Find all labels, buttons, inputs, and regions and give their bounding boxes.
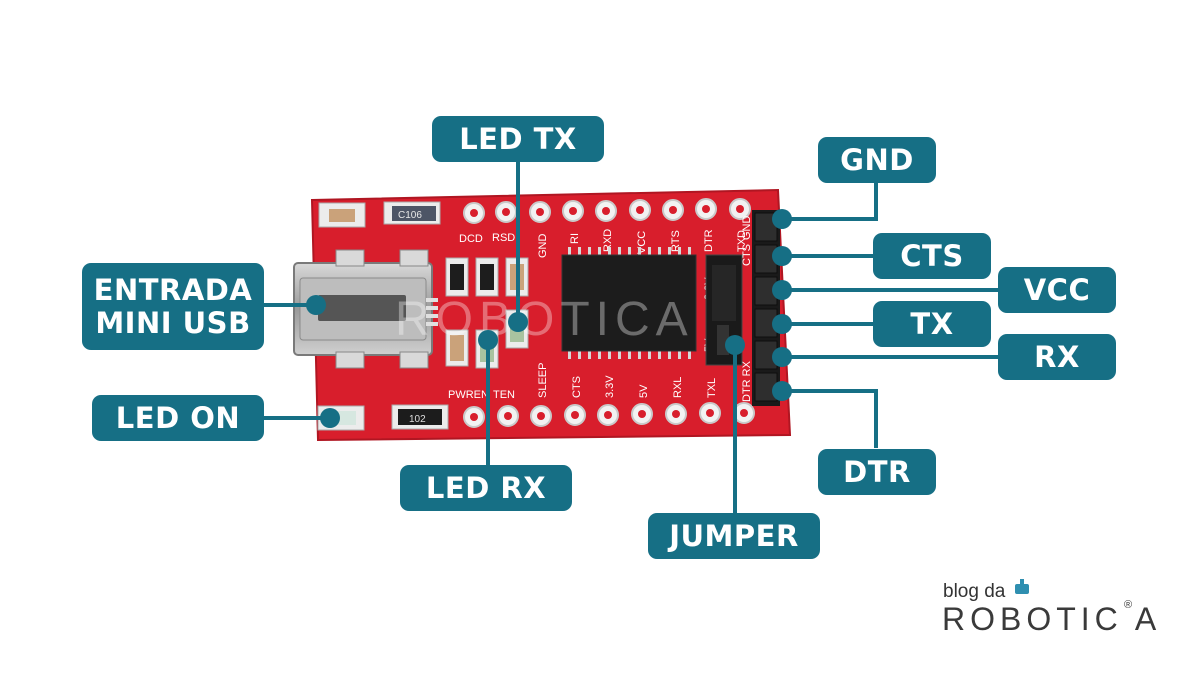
- brand-robotica: ROBOTIC A: [942, 601, 1162, 637]
- silk-rxl: RXL: [672, 377, 684, 398]
- brand-registered-mark: ®: [1124, 599, 1133, 611]
- ft232-chip: [561, 247, 697, 359]
- label-jumper: JUMPER: [648, 513, 820, 559]
- label-led-tx: LED TX: [432, 116, 604, 162]
- ftdi-board: DCD RSD GND RI RXD VCC RTS DTR TXD PWREN…: [293, 188, 792, 442]
- label-led-on: LED ON: [92, 395, 264, 441]
- silk-dtr: DTR: [703, 229, 715, 252]
- smd-components: [445, 257, 529, 367]
- jumper-block: [705, 254, 743, 366]
- label-led-rx: LED RX: [400, 465, 572, 511]
- brand-blog-da: blog da: [943, 581, 1006, 602]
- silk-gnd-header: GND: [741, 216, 753, 241]
- silk-txd: TXD: [736, 230, 748, 252]
- silk-txl: TXL: [706, 378, 718, 398]
- silk-rxd: RXD: [602, 229, 614, 252]
- silk-5v: 5V: [638, 384, 650, 398]
- silk-dcd: DCD: [459, 233, 483, 245]
- line-dtr: [782, 389, 878, 448]
- silk-rsd: RSD: [492, 232, 515, 244]
- right-pin-header: [752, 210, 780, 406]
- svg-text:C106: C106: [398, 210, 422, 221]
- label-tx: TX: [873, 301, 991, 347]
- silk-cts-header: CTS: [741, 244, 753, 266]
- label-vcc: VCC: [998, 267, 1116, 313]
- silk-dtr-rx: DTR RX: [741, 360, 753, 402]
- label-cts: CTS: [873, 233, 991, 279]
- line-gnd: [782, 180, 878, 221]
- silk-rts: RTS: [670, 230, 682, 252]
- top-pin-holes: [463, 198, 751, 224]
- robot-logo-icon: [1015, 579, 1029, 594]
- silk-cts: CTS: [571, 376, 583, 398]
- watermark-robotica: ROBOTICA: [395, 293, 694, 346]
- silk-3v3: 3.3V: [604, 375, 616, 398]
- component-102: 102: [391, 404, 449, 430]
- mini-usb-connector: [293, 249, 438, 369]
- label-rx: RX: [998, 334, 1116, 380]
- silk-gnd: GND: [537, 234, 549, 259]
- label-entrada-mini-usb: ENTRADA MINI USB: [82, 263, 264, 350]
- silk-ri: RI: [569, 233, 581, 244]
- silk-sleep: SLEEP: [537, 363, 549, 398]
- silk-vcc: VCC: [636, 231, 648, 254]
- capacitor-c106: C106: [383, 201, 441, 225]
- silk-ten: TEN: [493, 389, 515, 401]
- label-gnd: GND: [818, 137, 936, 183]
- svg-text:102: 102: [409, 414, 426, 425]
- label-dtr: DTR: [818, 449, 936, 495]
- silk-pwren: PWREN: [448, 389, 489, 401]
- callout-dots: [306, 209, 792, 428]
